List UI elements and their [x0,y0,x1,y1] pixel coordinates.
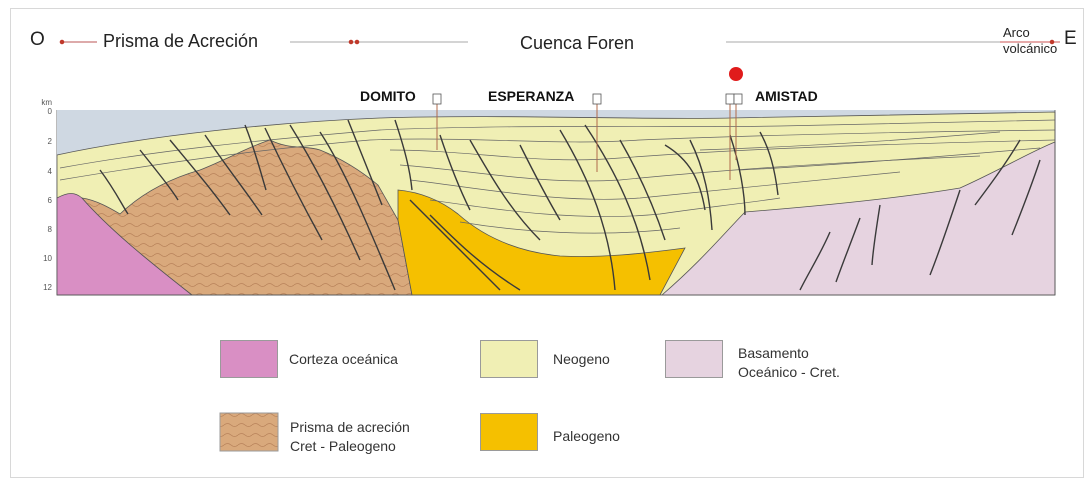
depth-tick-12: 12 [43,283,52,292]
accretion-prism-label: Prisma de Acreción [103,31,259,51]
forearc-basin-label: Cuenca Foren [520,33,635,53]
legend-label-basamento-oceanico: Basamento Oceánico - Cret. [738,345,840,380]
well-label-amistad: AMISTAD [755,88,818,104]
volcanic-arc-label: Arco volcánico [1003,25,1058,56]
legend-label-paleogeno: Paleogeno [553,428,620,444]
legend-label-corteza-oceanica: Corteza oceánica [289,351,398,367]
depth-tick-10: 10 [43,254,52,263]
prisma-acrecion-region [80,139,413,296]
legend-label-neogeno: Neogeno [553,351,610,367]
amistad-red-marker [729,67,743,81]
fault-lines [99,119,1041,291]
legend-swatch-corteza-oceanica [220,340,278,378]
legend-swatch-neogeno [480,340,538,378]
basamento-oceanico-region [660,141,1056,296]
well-amistad [725,93,743,180]
depth-axis-unit: km [41,98,52,107]
east-direction-label: E [1064,28,1077,49]
depth-tick-4: 4 [47,167,52,176]
depth-tick-6: 6 [47,196,52,205]
legend-swatch-basamento-oceanico [665,340,723,378]
depth-tick-8: 8 [47,225,52,234]
header-arrows [59,39,1060,45]
well-label-domito: DOMITO [360,88,416,104]
depth-tick-0: 0 [47,107,52,116]
paleogeno-region [397,189,686,296]
west-direction-label: O [30,29,45,50]
depth-tick-2: 2 [47,137,52,146]
well-domito [432,93,442,150]
well-esperanza [592,93,602,172]
legend-label-prisma-acrecion: Prisma de acreción Cret - Paleogeno [290,419,410,454]
well-label-esperanza: ESPERANZA [488,88,575,104]
legend-swatch-paleogeno [480,413,538,451]
